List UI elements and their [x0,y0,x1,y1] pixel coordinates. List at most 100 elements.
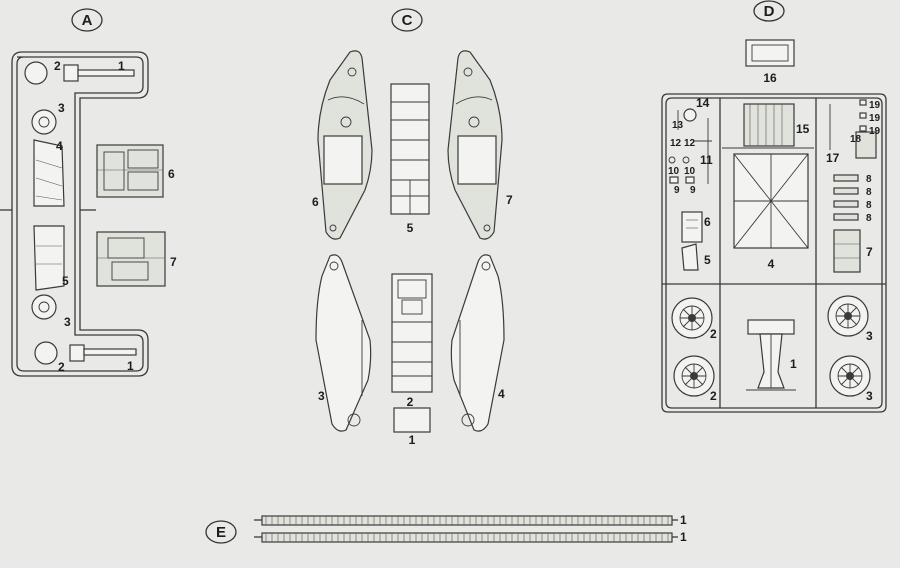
sprue-a-frame [11,51,149,377]
a-part-1-bottom [83,348,137,356]
d-part-6 [681,211,703,243]
sprue-d-frame [661,93,887,413]
sprue-a-badge [71,8,103,32]
a-label-6: 6 [168,167,175,181]
c-part-3 [315,254,372,432]
a-label-4: 4 [56,139,63,153]
a-part-2-bottom [34,341,58,365]
sprue-a: A 2 1 3 4 5 3 2 1 [0,8,177,377]
a-part-5 [33,225,65,291]
a-label-1-bottom: 1 [127,359,134,373]
d-label-8c: 8 [866,200,872,211]
d-part-4 [733,153,809,249]
e-label-1a: 1 [680,513,687,527]
d-label-8d: 8 [866,213,872,224]
d-label-12b: 12 [684,138,696,149]
d-label-2a: 2 [710,327,717,341]
c-label-5: 5 [407,221,414,235]
sprue-a-frame-inner [16,56,144,372]
a-label-7: 7 [170,255,177,269]
d-label-19b: 19 [869,113,881,124]
sprue-e-badge [205,520,237,544]
d-part-2a [671,297,713,339]
d-label-4: 4 [768,257,775,271]
d-part-7 [833,229,861,273]
d-part-1 [746,319,796,391]
a-label-2-top: 2 [54,59,61,73]
c-part-4 [450,254,505,432]
d-part-15 [743,103,795,147]
d-part-3b [829,355,871,397]
a-label-2-bottom: 2 [58,360,65,374]
d-part-8d [833,213,859,221]
a-label-5: 5 [62,274,69,288]
c-part-5 [390,83,430,215]
a-part-6 [96,144,164,198]
sprue-a-letter: A [82,12,93,29]
a-part-4 [33,139,65,207]
d-label-9a: 9 [674,185,680,196]
c-part-7 [447,50,503,240]
d-label-14: 14 [696,96,710,110]
d-label-5: 5 [704,253,711,267]
a-part-3-bottom [31,294,57,320]
a-gun-mount-top [63,64,79,82]
a-label-1-top: 1 [118,59,125,73]
d-part-8c [833,200,859,208]
c-label-1: 1 [409,433,416,447]
c-label-7: 7 [506,193,513,207]
d-label-3b: 3 [866,389,873,403]
d-label-3a: 3 [866,329,873,343]
sprue-e: E 1 1 [205,513,687,544]
d-label-18: 18 [850,134,862,145]
d-label-16: 16 [763,71,777,85]
d-part-18 [855,131,877,159]
a-label-3-bottom: 3 [64,315,71,329]
d-label-11: 11 [700,153,713,167]
sprue-c-badge [391,8,423,32]
e-track-2 [254,532,678,543]
d-label-7: 7 [866,245,873,259]
d-part-14 [683,108,697,122]
e-track-1 [254,515,678,526]
d-label-1: 1 [790,357,797,371]
sprue-d: D 16 1 3 14 12 12 11 10 10 9 9 6 5 [661,0,887,413]
d-label-10b: 10 [684,166,696,177]
d-label-2b: 2 [710,389,717,403]
d-label-15: 15 [796,122,810,136]
a-part-7 [96,231,166,287]
d-label-17: 17 [826,151,840,165]
d-label-9b: 9 [690,185,696,196]
a-part-3-top [31,109,57,135]
d-part-16 [745,39,795,67]
sprue-c-letter: C [402,12,413,29]
d-part-5 [681,243,699,271]
d-part-8b [833,187,859,195]
sprue-d-letter: D [764,3,775,20]
c-label-4: 4 [498,387,505,401]
d-label-19c: 19 [869,126,881,137]
a-gun-mount-bottom [69,344,85,362]
d-label-8a: 8 [866,174,872,185]
a-label-3-top: 3 [58,101,65,115]
d-label-10a: 10 [668,166,680,177]
d-part-8a [833,174,859,182]
c-part-1 [393,407,431,433]
d-part-2b [673,355,715,397]
c-part-6 [317,50,373,240]
sprue-e-letter: E [216,524,226,541]
c-label-3: 3 [318,389,325,403]
d-label-6: 6 [704,215,711,229]
e-label-1b: 1 [680,530,687,544]
d-part-3a [827,295,869,337]
d-label-19a: 19 [869,100,881,111]
d-label-12a: 12 [670,138,682,149]
a-part-2-top [24,61,48,85]
c-label-2: 2 [407,395,414,409]
a-part-1-top [77,69,135,77]
c-label-6: 6 [312,195,319,209]
d-label-8b: 8 [866,187,872,198]
sprue-d-badge [753,0,785,22]
sprue-c: C 6 5 [312,8,513,447]
